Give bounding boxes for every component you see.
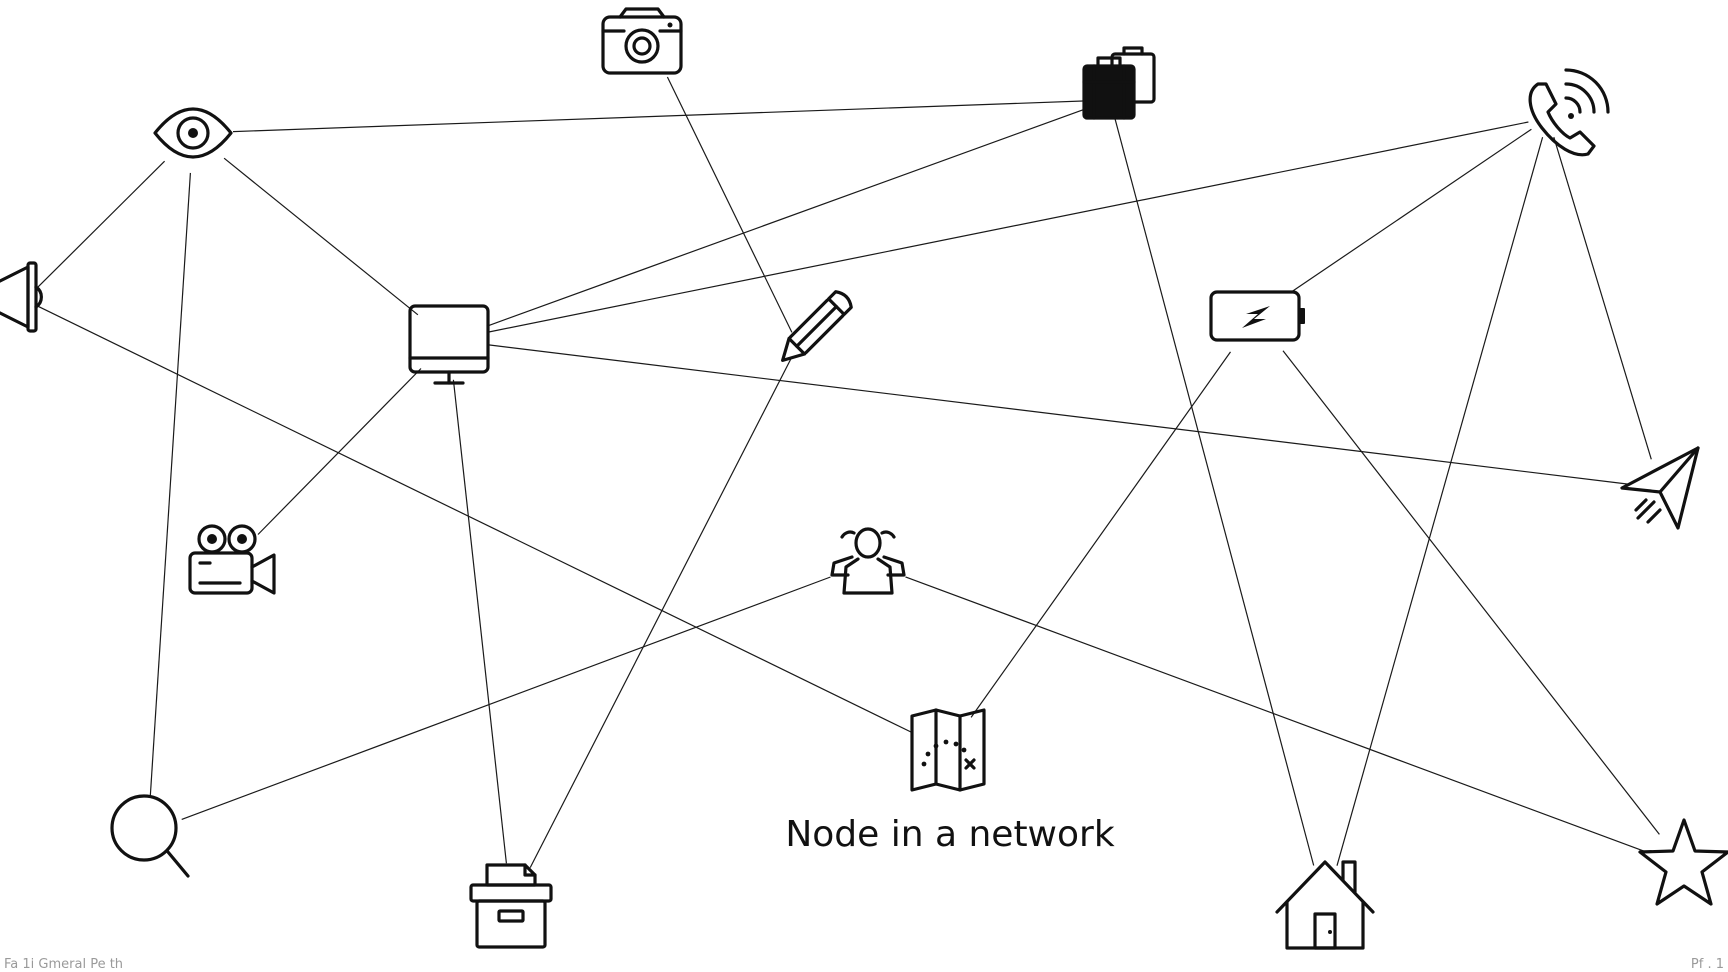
edge-monitor-paper-plane: [488, 344, 1631, 485]
camera-icon: [601, 7, 683, 75]
footer-right: Pf . 1: [1691, 957, 1724, 972]
house-icon: [1275, 860, 1375, 950]
battery-icon: [1209, 290, 1305, 342]
star-icon: [1638, 818, 1728, 906]
edge-eye-monitor: [223, 157, 419, 316]
edge-eye-megaphone: [34, 160, 166, 291]
edge-battery-map: [970, 351, 1231, 718]
edge-eye-luggage: [232, 99, 1101, 133]
edge-people-star: [905, 576, 1647, 853]
network-caption: Node in a network: [785, 814, 1115, 855]
search-icon: [110, 794, 190, 878]
map-icon: [910, 708, 986, 792]
people-icon: [830, 527, 906, 595]
edge-eye-magnifier: [149, 172, 191, 797]
luggage-icon: [1082, 46, 1156, 120]
edge-megaphone-map: [37, 305, 913, 734]
edge-monitor-archive-box: [452, 379, 507, 864]
pencil-icon: [781, 290, 853, 362]
megaphone-icon: [0, 261, 43, 333]
eye-icon: [153, 107, 233, 159]
video-camera-icon: [188, 524, 276, 595]
archive-box-icon: [469, 863, 553, 949]
footer-left: Fa 1i Gmeral Pe th: [4, 957, 123, 972]
phone-icon: [1528, 68, 1610, 157]
edge-battery-star: [1282, 350, 1660, 835]
edge-phone-paper-plane: [1553, 136, 1652, 460]
paper-plane-icon: [1620, 446, 1700, 530]
monitor-icon: [408, 304, 490, 385]
edge-people-magnifier: [181, 576, 831, 820]
edge-luggage-monitor: [486, 102, 1101, 327]
edges-layer: [34, 76, 1660, 868]
edge-phone-battery: [1292, 128, 1532, 292]
edge-monitor-video-camera: [257, 368, 422, 535]
edge-phone-monitor: [488, 121, 1529, 333]
edge-luggage-house: [1112, 109, 1315, 866]
edge-pencil-archive-box: [529, 357, 793, 868]
edge-phone-house: [1336, 137, 1544, 866]
edge-camera-pencil: [666, 76, 793, 333]
